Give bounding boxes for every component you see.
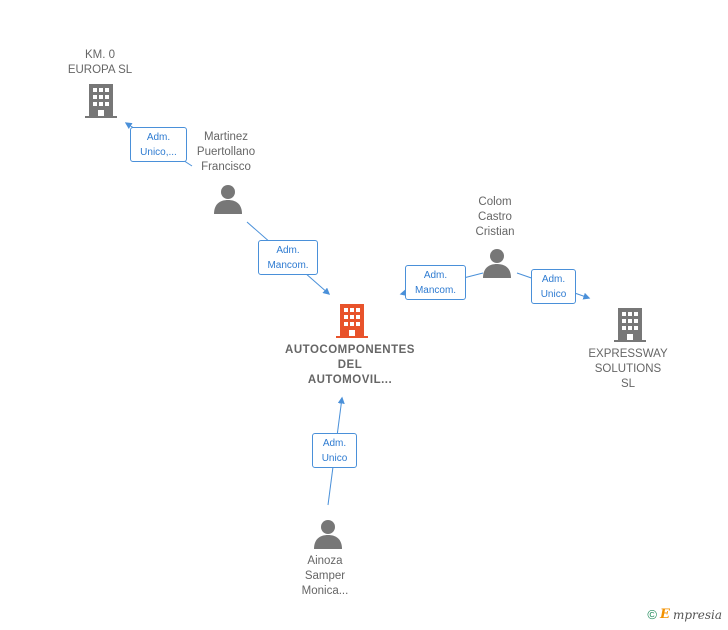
edge-label-martinez-km0[interactable]: Adm. Unico,... (130, 127, 187, 162)
person-icon[interactable] (313, 519, 343, 554)
node-label-martinez: Martinez Puertollano Francisco (196, 131, 256, 173)
edge-label-colom-auto[interactable]: Adm. Mancom. (405, 265, 466, 300)
brand-name: mpresia (672, 607, 722, 622)
node-label-expressway: EXPRESSWAY SOLUTIONS SL (588, 348, 668, 390)
edge-label-colom-express[interactable]: Adm. Unico (531, 269, 576, 304)
person-icon[interactable] (213, 184, 243, 219)
node-label-km0: KM. 0 EUROPA SL (67, 49, 133, 76)
copyright-icon: © (647, 607, 658, 622)
building-main-icon[interactable] (336, 304, 368, 343)
node-label-ainoza: Ainoza Samper Monica... (301, 555, 349, 597)
building-icon[interactable] (614, 308, 646, 347)
node-label-autocomponentes: AUTOCOMPONENTES DEL AUTOMOVIL... (285, 344, 415, 386)
person-icon[interactable] (482, 248, 512, 283)
building-icon[interactable] (85, 84, 117, 123)
edge-label-martinez-auto[interactable]: Adm. Mancom. (258, 240, 318, 275)
edge-label-ainoza-auto[interactable]: Adm. Unico (312, 433, 357, 468)
node-label-colom: Colom Castro Cristian (475, 196, 515, 238)
brand-initial: E (660, 607, 670, 622)
